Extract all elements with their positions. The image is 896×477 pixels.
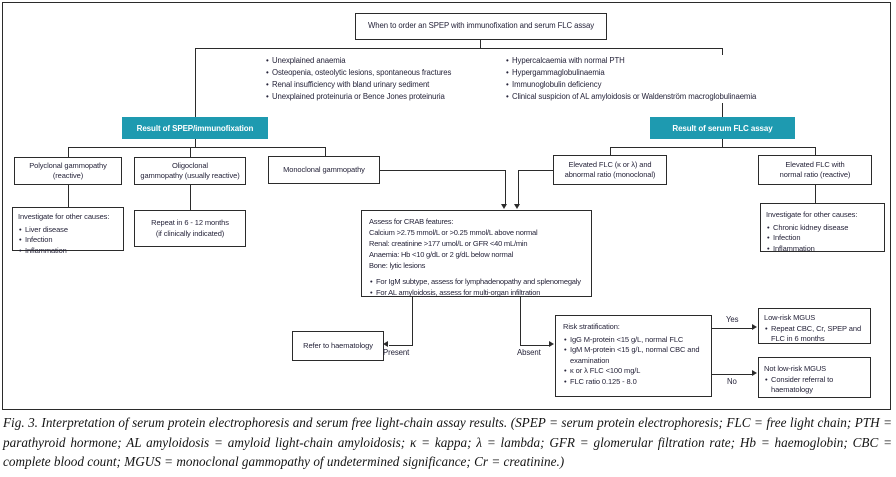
indications-right-list: Hypercalcaemia with normal PTH Hypergamm… [505,55,797,103]
title-box: When to order an SPEP with immunofixatio… [355,13,607,40]
connector-line [68,147,69,157]
arrow-right-icon [752,324,757,330]
indication-item: Hypercalcaemia with normal PTH [505,55,797,67]
indication-item: Osteopenia, osteolytic lesions, spontane… [265,67,510,79]
box-line: Elevated FLC with [785,159,845,169]
crab-line: Anaemia: Hb <10 g/dL or 2 g/dL below nor… [369,250,514,259]
indication-item: Renal insufficiency with bland urinary s… [265,79,510,91]
repeat-box: Repeat in 6 - 12 months (if clinically i… [134,210,246,247]
crab-bullet: For IgM subtype, assess for lymphadenopa… [369,276,584,287]
connector-line [480,40,481,48]
crab-bullet: For AL amyloidosis, assess for multi-org… [369,287,584,298]
box-item: FLC ratio 0.125 - 8.0 [563,377,704,388]
box-line: Oligoclonal [171,160,208,170]
connector-line [505,170,506,204]
box-item: Inflammation [18,246,120,257]
box-item: Consider referral to haematology [764,375,865,396]
box-item: Infection [18,235,120,246]
box-item: Chronic kidney disease [766,223,879,234]
indication-item: Unexplained anaemia [265,55,510,67]
risk-stratification-box: Risk stratification: IgG M-protein <15 g… [555,315,712,397]
box-title: Risk stratification: [563,322,620,331]
connector-line [520,297,521,345]
box-title: Investigate for other causes: [18,212,110,221]
crab-line: Assess for CRAB features: [369,217,454,226]
elevated-abnormal-box: Elevated FLC (κ or λ) and abnormal ratio… [553,155,667,185]
flc-result-header: Result of serum FLC assay [650,117,795,139]
connector-line [389,345,413,346]
edge-label-no: No [727,377,737,386]
flowchart-border [2,2,891,410]
box-line: abnormal ratio (monoclonal) [564,170,656,179]
refer-haematology-box: Refer to haematology [292,331,384,361]
connector-line [190,147,191,157]
connector-line [610,147,611,155]
box-item: Inflammation [766,244,879,255]
connector-line [815,147,816,155]
box-line: normal ratio (reactive) [779,170,851,179]
connector-line [195,48,196,117]
connector-line [68,147,326,148]
box-item: Infection [766,233,879,244]
investigate-left-box: Investigate for other causes: Liver dise… [12,207,124,256]
edge-label-absent: Absent [517,348,541,357]
elevated-normal-box: Elevated FLC with normal ratio (reactive… [758,155,872,185]
box-line: (reactive) [52,171,84,180]
crab-line: Calcium >2.75 mmol/L or >0.25 mmol/L abo… [369,228,538,237]
connector-line [195,48,723,49]
box-title: Not low-risk MGUS [764,364,827,373]
connector-line [610,147,816,148]
indication-item: Immunoglobulin deficiency [505,79,797,91]
arrow-down-icon [501,204,507,209]
connector-line [518,170,553,171]
crab-box: Assess for CRAB features: Calcium >2.75 … [361,210,592,298]
box-item: Liver disease [18,225,120,236]
box-item: κ or λ FLC <100 mg/L [563,366,704,377]
box-title: Investigate for other causes: [766,210,858,219]
edge-label-present: Present [383,348,410,357]
figure-caption: Fig. 3. Interpretation of serum protein … [3,415,892,469]
crab-line: Renal: creatinine >177 umol/L or GFR <40… [369,239,528,248]
arrow-right-icon [549,341,554,347]
spep-result-header: Result of SPEP/immunofixation [122,117,268,139]
connector-line [380,170,505,171]
connector-line [815,185,816,203]
box-line: Polyclonal gammopathy [29,160,107,170]
oligoclonal-box: Oligoclonal gammopathy (usually reactive… [134,157,246,185]
connector-line [520,345,550,346]
box-item: IgG M-protein <15 g/L, normal FLC [563,335,704,346]
not-low-risk-mgus-box: Not low-risk MGUS Consider referral to h… [758,357,871,398]
box-line: (if clinically indicated) [155,228,225,238]
edge-label-yes: Yes [726,315,739,324]
connector-line [325,147,326,156]
box-title: Low-risk MGUS [764,313,816,322]
arrow-down-icon [514,204,520,209]
box-item: Repeat CBC, Cr, SPEP and FLC in 6 months [764,324,865,345]
connector-line [712,328,753,329]
box-line: gammopathy (usually reactive) [140,171,240,180]
polyclonal-box: Polyclonal gammopathy (reactive) [14,157,122,185]
crab-line: Bone: lytic lesions [369,261,426,270]
investigate-right-box: Investigate for other causes: Chronic ki… [760,203,885,255]
connector-line [518,170,519,204]
low-risk-mgus-box: Low-risk MGUS Repeat CBC, Cr, SPEP and F… [758,308,871,344]
indications-left-list: Unexplained anaemia Osteopenia, osteolyt… [265,55,510,103]
arrow-left-icon [383,341,388,347]
connector-line [712,374,753,375]
indication-item: Unexplained proteinuria or Bence Jones p… [265,91,510,103]
box-line: Repeat in 6 - 12 months [151,218,229,227]
connector-line [68,185,69,207]
arrow-right-icon [752,370,757,376]
box-item: IgM M-protein <15 g/L, normal CBC and ex… [563,345,704,366]
indication-item: Clinical suspicion of AL amyloidosis or … [505,91,797,103]
indication-item: Hypergammaglobulinaemia [505,67,797,79]
connector-line [722,139,723,147]
connector-line [190,185,191,210]
connector-line [195,139,196,147]
connector-line [412,297,413,345]
monoclonal-box: Monoclonal gammopathy [268,156,380,184]
box-line: Elevated FLC (κ or λ) and [568,159,652,169]
